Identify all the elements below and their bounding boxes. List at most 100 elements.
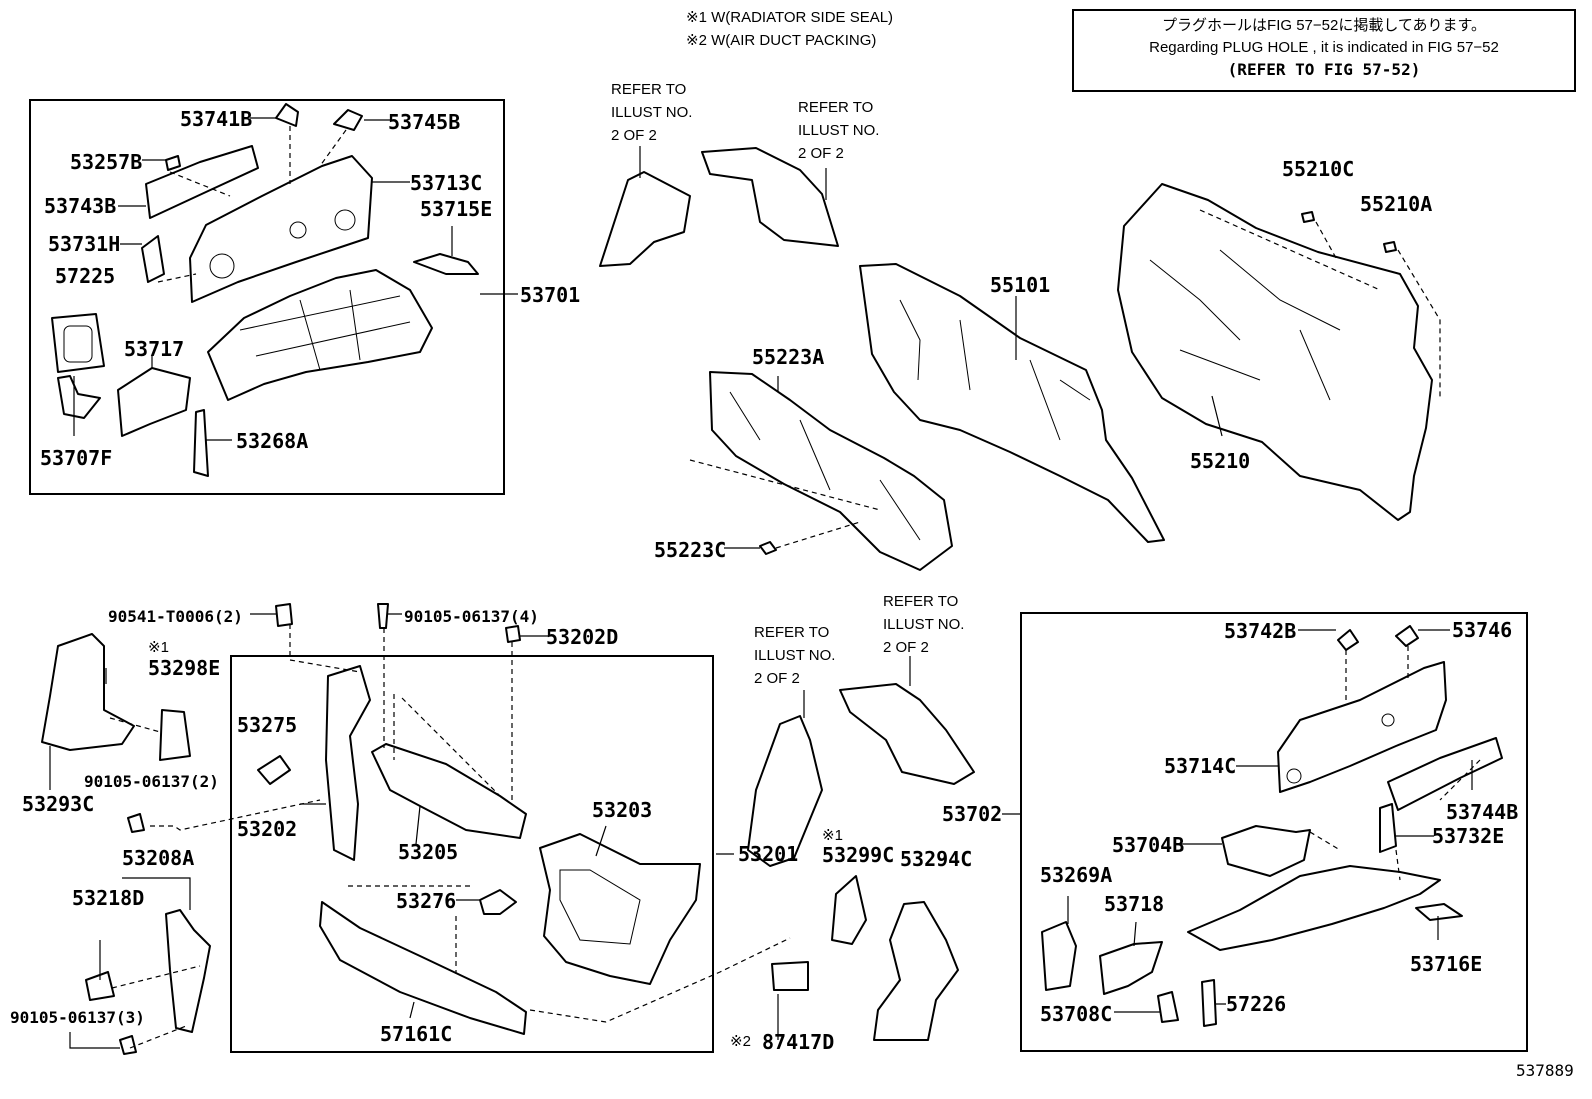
part-shape-90105-bolt: [377, 603, 389, 629]
part-shape-53745b: [333, 109, 363, 131]
refer-note-1: REFER TO ILLUST NO. 2 OF 2: [611, 81, 693, 144]
note-radiator-side-seal: ※1 W(RADIATOR SIDE SEAL): [686, 9, 894, 26]
part-shape-53716e-apron: [1187, 865, 1441, 951]
label-53717: 53717: [124, 337, 185, 361]
part-shape-55210a: [1383, 241, 1397, 253]
part-shape-53299c: [831, 875, 867, 945]
part-shape-53257b: [165, 155, 181, 171]
part-shape-53701-apron: [207, 269, 433, 401]
label-90105-06137-2: 90105-06137(2): [84, 772, 219, 791]
group-box-53702: [1020, 612, 1528, 1052]
label-90541-t0006: 90541-T0006(2): [108, 607, 243, 626]
refer-gasket-1: [599, 171, 691, 267]
label-53704b: 53704B: [1112, 833, 1185, 857]
label-53294c: 53294C: [900, 847, 973, 871]
part-shape-53218d: [85, 971, 115, 1001]
part-shape-53704b: [1221, 825, 1311, 877]
part-shape-57226: [1201, 979, 1217, 1027]
label-55223a: 55223A: [752, 345, 825, 369]
part-shape-57225: [51, 313, 105, 373]
label-53708c: 53708C: [1040, 1002, 1113, 1026]
part-shape-53275: [257, 755, 291, 785]
label-53218d: 53218D: [72, 886, 145, 910]
part-shape-53743b: [145, 145, 259, 219]
part-shape-55223c: [759, 541, 777, 555]
part-shape-53732e: [1379, 803, 1397, 853]
part-shape-57161c: [319, 901, 527, 1035]
part-shape-55101: [859, 263, 1165, 543]
label-87417d: 87417D: [762, 1030, 835, 1054]
label-53744b: 53744B: [1446, 800, 1519, 824]
part-shape-55223a: [709, 371, 953, 571]
part-shape-53268a: [193, 409, 209, 477]
label-53732e: 53732E: [1432, 824, 1505, 848]
label-53268a: 53268A: [236, 429, 309, 453]
part-shape-53715e: [413, 253, 479, 275]
label-53299c: 53299C: [822, 843, 895, 867]
label-53707f: 53707F: [40, 446, 113, 470]
label-90105-06137-4: 90105-06137(4): [404, 607, 539, 626]
label-55210a: 55210A: [1360, 192, 1433, 216]
label-55101: 55101: [990, 273, 1051, 297]
group-box-53701: [29, 99, 505, 495]
label-53205: 53205: [398, 840, 459, 864]
part-shape-53269a: [1041, 921, 1077, 991]
refer-gasket-2: [701, 147, 839, 247]
part-shape-55210: [1117, 183, 1433, 521]
part-shape-53746: [1395, 625, 1419, 647]
label-53714c: 53714C: [1164, 754, 1237, 778]
label-53716e: 53716E: [1410, 952, 1483, 976]
part-shape-53294c: [873, 901, 959, 1041]
label-57161c: 57161C: [380, 1022, 453, 1046]
label-57226: 57226: [1226, 992, 1287, 1016]
label-53713c: 53713C: [410, 171, 483, 195]
figure-id: 537889: [1516, 1061, 1574, 1080]
label-53718: 53718: [1104, 892, 1165, 916]
refer-note-4: REFER TO ILLUST NO. 2 OF 2: [754, 624, 836, 687]
part-shape-53744b: [1387, 737, 1503, 811]
part-shape-53741b: [275, 103, 299, 127]
part-shape-53717: [117, 367, 191, 437]
mark-2-87417d: ※2: [730, 1033, 751, 1050]
part-shape-53208a: [165, 909, 211, 1033]
label-57225: 57225: [55, 264, 116, 288]
refer-note-3: REFER TO ILLUST NO. 2 OF 2: [883, 593, 965, 656]
part-shape-53713c: [189, 155, 373, 303]
label-53702: 53702: [942, 802, 1003, 826]
label-55210c: 55210C: [1282, 157, 1355, 181]
part-shape-53202: [325, 665, 371, 861]
part-shape-bolt-3: [119, 1035, 137, 1055]
label-53746: 53746: [1452, 618, 1513, 642]
refer-gasket-4: [839, 683, 975, 785]
label-53298e: 53298E: [148, 656, 221, 680]
label-53701: 53701: [520, 283, 581, 307]
label-53275: 53275: [237, 713, 298, 737]
notice-en: Regarding PLUG HOLE , it is indicated in…: [1149, 39, 1499, 56]
part-shape-53205: [371, 743, 527, 839]
label-53715e: 53715E: [420, 197, 493, 221]
part-shape-53298e: [159, 709, 191, 761]
refer-note-2: REFER TO ILLUST NO. 2 OF 2: [798, 99, 880, 162]
label-55210: 55210: [1190, 449, 1251, 473]
label-55223c: 55223C: [654, 538, 727, 562]
label-53742b: 53742B: [1224, 619, 1297, 643]
part-shape-53707f: [57, 375, 101, 419]
part-shape-53718: [1099, 941, 1163, 995]
label-53741b: 53741B: [180, 107, 253, 131]
label-53745b: 53745B: [388, 110, 461, 134]
part-shape-53714c: [1277, 661, 1447, 793]
part-shape-53708c: [1157, 991, 1179, 1023]
label-53202: 53202: [237, 817, 298, 841]
label-53201: 53201: [738, 842, 799, 866]
refer-gasket-3: [747, 715, 823, 867]
label-53269a: 53269A: [1040, 863, 1113, 887]
label-53203: 53203: [592, 798, 653, 822]
plug-hole-notice: プラグホールはFIG 57−52に掲載してあります。 Regarding PLU…: [1072, 9, 1576, 92]
label-53276: 53276: [396, 889, 457, 913]
part-shape-53742b: [1337, 629, 1359, 651]
label-90105-06137-3: 90105-06137(3): [10, 1008, 145, 1027]
label-53208a: 53208A: [122, 846, 195, 870]
label-53257b: 53257B: [70, 150, 143, 174]
